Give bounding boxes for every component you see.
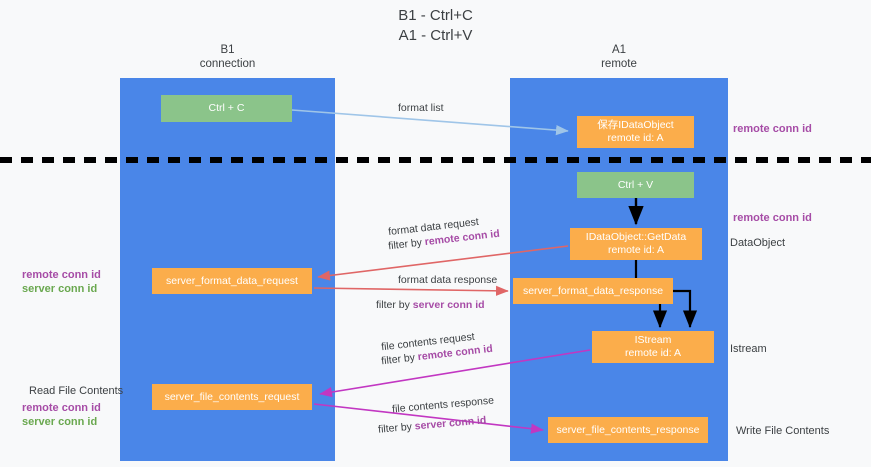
- box-save-idataobject-line1: 保存IDataObject: [597, 119, 674, 131]
- label-server-conn-id-left-1: server conn id: [22, 283, 98, 295]
- label-remote-conn-id-left-1: remote conn id: [22, 269, 101, 281]
- box-ctrl-v-label: Ctrl + V: [617, 178, 654, 191]
- box-ctrl-c[interactable]: Ctrl + C: [161, 95, 292, 122]
- column-header-b1-role: connection: [199, 58, 256, 70]
- box-save-idataobject-line2: remote id: A: [607, 132, 664, 144]
- column-header-b1-name: B1: [220, 44, 235, 56]
- page-title: B1 - Ctrl+C A1 - Ctrl+V: [0, 6, 871, 46]
- box-server-file-contents-request[interactable]: server_file_contents_request: [152, 384, 312, 410]
- label-remote-conn-id-left-2: remote conn id: [22, 402, 101, 414]
- box-server-format-data-response-label: server_format_data_response: [522, 284, 664, 297]
- column-header-a1: A1 remote: [510, 43, 728, 71]
- label-remote-conn-id-top: remote conn id: [733, 123, 812, 135]
- filter-key: server conn id: [412, 299, 485, 311]
- box-istream-line2: remote id: A: [624, 347, 682, 359]
- filter-prefix: filter by: [376, 299, 413, 311]
- column-header-a1-role: remote: [601, 58, 637, 70]
- box-idataobject-getdata[interactable]: IDataObject::GetData remote id: A: [570, 228, 702, 260]
- title-line-2: A1 - Ctrl+V: [398, 27, 473, 44]
- box-save-idataobject[interactable]: 保存IDataObject remote id: A: [577, 116, 694, 148]
- box-server-file-contents-request-label: server_file_contents_request: [164, 390, 300, 403]
- label-conn-ids-bottom: remote conn id server conn id: [22, 401, 101, 429]
- label-format-data-response-filter: filter by server conn id: [376, 299, 485, 312]
- filter-key: server conn id: [414, 414, 487, 433]
- box-server-file-contents-response-label: server_file_contents_response: [556, 423, 700, 436]
- label-read-file-contents: Read File Contents: [29, 385, 124, 397]
- box-istream[interactable]: IStream remote id: A: [592, 331, 714, 363]
- box-server-file-contents-response[interactable]: server_file_contents_response: [548, 417, 708, 443]
- column-header-a1-name: A1: [611, 44, 627, 56]
- column-header-b1: B1 connection: [120, 43, 335, 71]
- box-ctrl-v[interactable]: Ctrl + V: [577, 172, 694, 198]
- label-remote-conn-id-mid: remote conn id: [733, 212, 812, 224]
- box-server-format-data-request[interactable]: server_format_data_request: [152, 268, 312, 294]
- label-file-contents-response: file contents response: [391, 394, 495, 416]
- arrow-format-data-response: [313, 285, 509, 296]
- filter-prefix: filter by: [387, 236, 426, 253]
- box-getdata-line2: remote id: A: [607, 244, 665, 256]
- box-server-format-data-request-label: server_format_data_request: [166, 274, 298, 287]
- label-conn-ids-top: remote conn id server conn id: [22, 268, 101, 296]
- title-line-1: B1 - Ctrl+C: [398, 7, 473, 24]
- filter-prefix: filter by: [377, 420, 416, 436]
- label-format-data-response: format data response: [398, 274, 498, 286]
- box-istream-line1: IStream: [634, 334, 672, 346]
- label-file-contents-response-filter: filter by server conn id: [378, 414, 487, 436]
- label-istream: Istream: [730, 343, 767, 355]
- label-dataobject: DataObject: [730, 237, 786, 249]
- label-write-file-contents: Write File Contents: [736, 425, 830, 437]
- label-format-list: format list: [398, 102, 444, 114]
- box-server-format-data-response[interactable]: server_format_data_response: [513, 278, 673, 304]
- filter-prefix: filter by: [380, 351, 419, 368]
- box-getdata-line1: IDataObject::GetData: [585, 231, 687, 243]
- label-server-conn-id-left-2: server conn id: [22, 416, 98, 428]
- box-ctrl-c-label: Ctrl + C: [208, 102, 245, 114]
